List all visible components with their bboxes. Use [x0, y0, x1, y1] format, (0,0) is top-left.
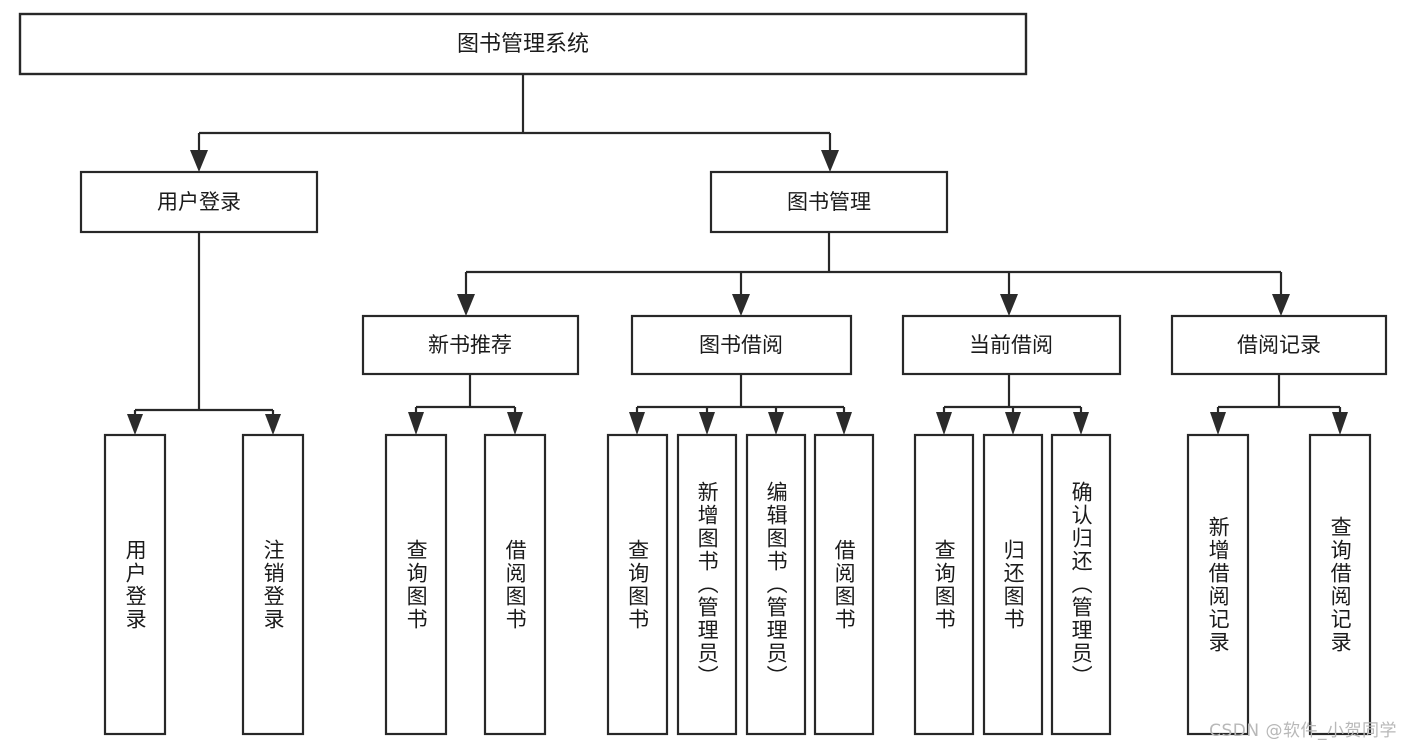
user-login-box[interactable]	[79, 170, 319, 234]
leaf-borrow-book-box[interactable]	[813, 433, 875, 736]
leaf-add-book-box[interactable]	[676, 433, 738, 736]
leaf-edit-book-box[interactable]	[745, 433, 807, 736]
leaf-return-book-box[interactable]	[982, 433, 1044, 736]
arrow-leaf-confirm-return	[1073, 412, 1089, 435]
node-user-login[interactable]: 用户登录	[79, 170, 319, 234]
leaf-query-record-box[interactable]	[1308, 433, 1372, 736]
node-new-book-recommend[interactable]: 新书推荐	[361, 314, 580, 376]
arrow-leaf-borrow-book-rec	[507, 412, 523, 435]
arrow-leaf-return-book	[1005, 412, 1021, 435]
node-root[interactable]: 图书管理系统	[18, 12, 1028, 76]
node-borrow-record[interactable]: 借阅记录	[1170, 314, 1388, 376]
arrow-borrow-record	[1272, 294, 1290, 316]
arrow-leaf-query-record	[1332, 412, 1348, 435]
node-book-borrow[interactable]: 图书借阅	[630, 314, 853, 376]
arrow-leaf-user-login	[127, 414, 143, 435]
csdn-watermark: CSDN @软件_小贺同学	[1209, 721, 1397, 741]
leaf-confirm-return-box[interactable]	[1050, 433, 1112, 736]
connectors-userlogin-to-leaves	[127, 232, 281, 435]
current-borrow-label: 当前借阅	[969, 333, 1053, 357]
arrow-book-manage	[821, 150, 839, 172]
connectors-currentborrow-to-leaves	[936, 374, 1089, 435]
arrow-user-login	[190, 150, 208, 172]
node-current-borrow[interactable]: 当前借阅	[901, 314, 1122, 376]
arrow-leaf-query-book-cur	[936, 412, 952, 435]
new-book-recommend-box[interactable]	[361, 314, 580, 376]
arrow-leaf-add-record	[1210, 412, 1226, 435]
leaf-query-book-rec-box[interactable]	[384, 433, 448, 736]
connectors-borrowrecord-to-leaves	[1210, 374, 1348, 435]
connectors-root-to-level2	[190, 74, 839, 172]
current-borrow-box[interactable]	[901, 314, 1122, 376]
user-login-label: 用户登录	[157, 190, 241, 214]
borrow-record-box[interactable]	[1170, 314, 1388, 376]
leaf-user-login-box[interactable]	[103, 433, 167, 736]
leaf-boxes	[103, 433, 1372, 736]
arrow-leaf-borrow-book	[836, 412, 852, 435]
leaf-add-record-box[interactable]	[1186, 433, 1250, 736]
connectors-newbook-to-leaves	[408, 374, 523, 435]
arrow-leaf-add-book	[699, 412, 715, 435]
node-book-manage[interactable]: 图书管理	[709, 170, 949, 234]
leaf-logout-box[interactable]	[241, 433, 305, 736]
connectors-bookborrow-to-leaves	[629, 374, 852, 435]
book-manage-label: 图书管理	[787, 190, 871, 214]
root-label: 图书管理系统	[457, 32, 589, 57]
book-borrow-box[interactable]	[630, 314, 853, 376]
arrow-leaf-query-book-borrow	[629, 412, 645, 435]
borrow-record-label: 借阅记录	[1237, 333, 1321, 357]
arrow-current-borrow	[1000, 294, 1018, 316]
leaf-borrow-book-rec-box[interactable]	[483, 433, 547, 736]
leaf-query-book-cur-box[interactable]	[913, 433, 975, 736]
arrow-leaf-query-book-rec	[408, 412, 424, 435]
root-box[interactable]	[18, 12, 1028, 76]
book-manage-box[interactable]	[709, 170, 949, 234]
arrow-leaf-logout	[265, 414, 281, 435]
leaf-query-book-borrow-box[interactable]	[606, 433, 669, 736]
arrow-book-borrow	[732, 294, 750, 316]
new-book-recommend-label: 新书推荐	[428, 333, 512, 357]
arrow-leaf-edit-book	[768, 412, 784, 435]
connectors-bookmanage-to-level3	[457, 232, 1290, 316]
arrow-new-book-recommend	[457, 294, 475, 316]
book-borrow-label: 图书借阅	[699, 333, 783, 357]
